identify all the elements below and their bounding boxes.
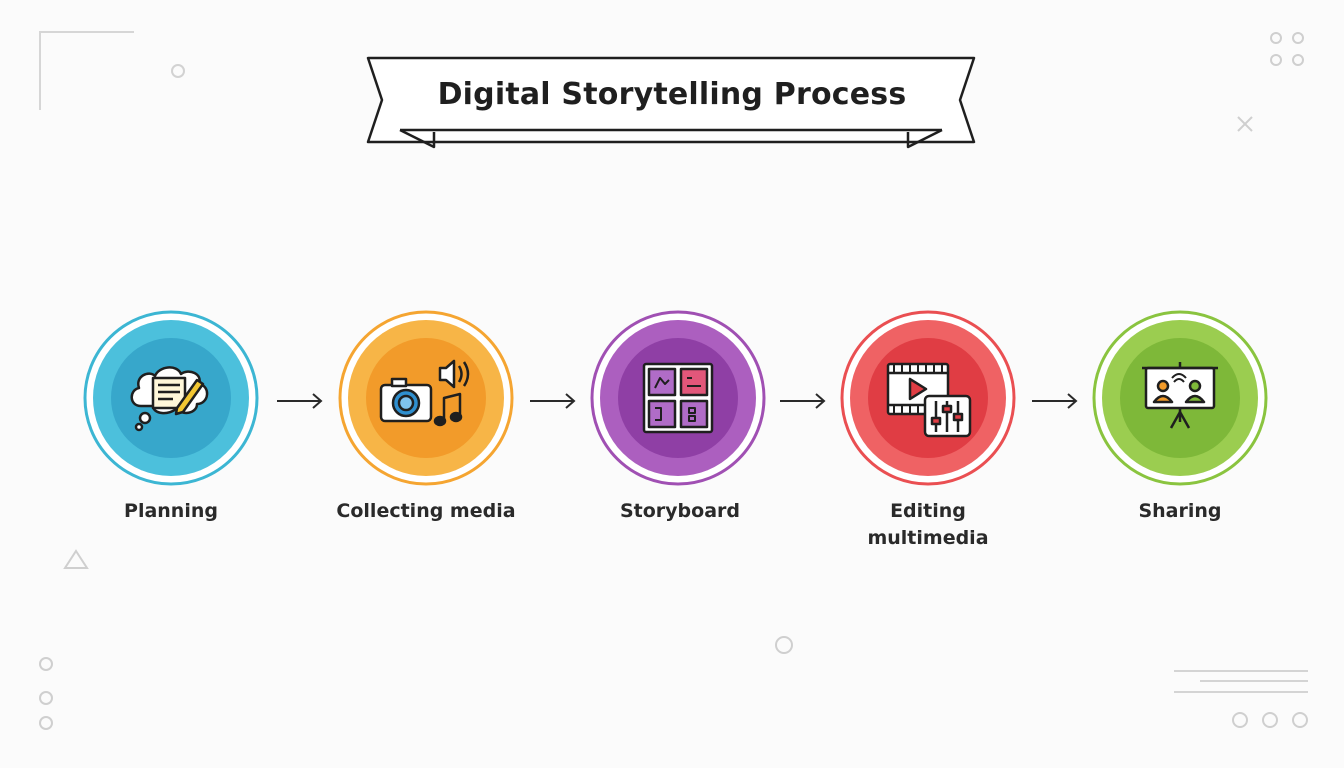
step-editing-multimedia-circle — [840, 310, 1016, 486]
page-title: Digital Storytelling Process — [437, 76, 907, 112]
flow-arrow — [780, 393, 826, 409]
step-label-collecting-media: Collecting media — [336, 500, 516, 522]
small-circle-decor — [171, 64, 185, 78]
cross-decor — [1237, 116, 1253, 132]
title-ribbon — [366, 56, 976, 149]
camera-music-icon — [379, 359, 470, 427]
step-planning-circle — [83, 310, 259, 486]
step-label-storyboard: Storyboard — [619, 500, 741, 522]
storyboard-grid-icon — [642, 362, 714, 434]
small-circle-decor — [775, 636, 793, 654]
film-editing-icon — [886, 362, 972, 438]
presentation-screen-icon — [1142, 362, 1218, 429]
flow-arrow — [1032, 393, 1078, 409]
circle-row-decor — [1232, 712, 1308, 728]
thought-bubble-document-icon — [130, 366, 209, 432]
flow-arrow — [530, 393, 576, 409]
lines-decor — [1174, 670, 1308, 693]
step-label-planning: Planning — [124, 500, 218, 522]
step-sharing-circle — [1092, 310, 1268, 486]
step-storyboard-circle — [590, 310, 766, 486]
step-label-editing-multimedia: Editing multimedia — [867, 500, 989, 549]
triangle-decor — [63, 549, 89, 569]
flow-arrow — [277, 393, 323, 409]
step-label-sharing: Sharing — [1138, 500, 1222, 522]
dot-grid-decor — [1270, 32, 1304, 66]
circle-column-decor — [39, 657, 53, 730]
step-collecting-media-circle — [338, 310, 514, 486]
corner-bracket-decor — [39, 31, 134, 110]
